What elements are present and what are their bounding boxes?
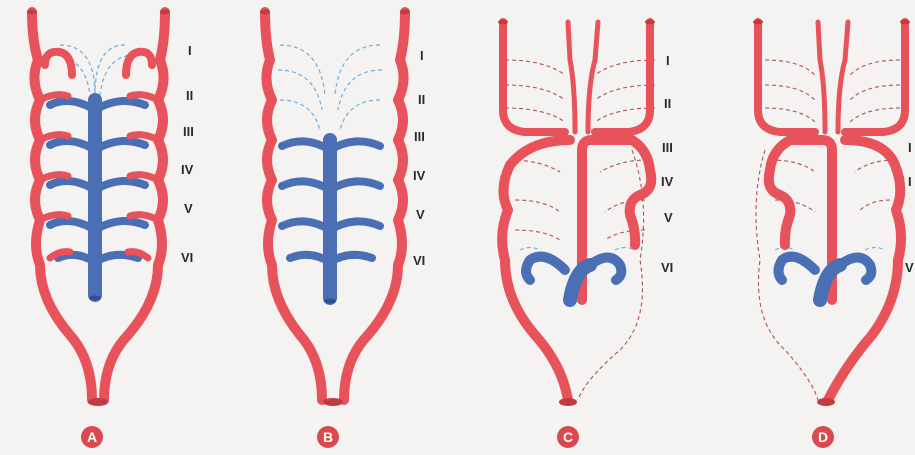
panel-badge-label: B xyxy=(323,429,333,445)
regressed-arch xyxy=(505,85,655,100)
panel-c: I II III IV V VI C xyxy=(498,20,674,449)
arch-branch xyxy=(58,255,138,262)
arch-label-2: II xyxy=(418,92,425,107)
arch-label-4: IV xyxy=(413,168,426,183)
panel-b: I II III IV V VI B xyxy=(260,10,426,449)
aorta-opening xyxy=(559,398,577,406)
regressed-right-dorsal-aorta xyxy=(578,150,644,400)
regressed-arch xyxy=(765,108,900,122)
arch-label-2: II xyxy=(664,96,671,111)
arch-label-partial: V xyxy=(905,260,914,275)
regressed-arch xyxy=(280,45,380,95)
arch-label-5: V xyxy=(184,201,193,216)
left-dorsal-aorta xyxy=(265,12,322,400)
pulmonary-opening xyxy=(324,299,336,304)
arch-loop-right xyxy=(126,52,152,75)
arch-label-4: IV xyxy=(661,174,674,189)
internal-carotid xyxy=(588,22,598,132)
vessel-opening xyxy=(498,20,508,25)
left-dorsal-aorta xyxy=(32,12,92,400)
vessel-opening xyxy=(645,20,655,25)
arch-label-2: II xyxy=(186,88,193,103)
regressed-arch xyxy=(280,100,380,130)
arch-label-6: VI xyxy=(181,250,193,265)
aorta-opening xyxy=(88,398,108,406)
vessel-opening xyxy=(160,10,170,15)
regressed-arch xyxy=(765,85,900,100)
pulmonary-opening xyxy=(89,296,101,301)
regressed-arch xyxy=(278,70,382,110)
panel-badge-label: C xyxy=(563,429,573,445)
regressed-arch xyxy=(505,108,655,122)
arch-label-6: VI xyxy=(661,260,673,275)
vessel-opening xyxy=(753,20,763,25)
aorta-opening xyxy=(323,398,343,406)
vessel-opening xyxy=(27,10,37,15)
arch-label-partial: I xyxy=(908,140,912,155)
arch-label-5: V xyxy=(664,210,673,225)
panel-badge-label: D xyxy=(818,429,828,445)
pulmonary-arch-left xyxy=(526,257,565,280)
right-dorsal-aorta xyxy=(104,12,165,400)
vessel-opening xyxy=(900,20,910,25)
arch-label-5: V xyxy=(416,207,425,222)
arch-label-3: III xyxy=(183,124,194,139)
right-common-carotid xyxy=(595,22,650,132)
regressed-arch xyxy=(765,60,900,75)
vessel-opening xyxy=(260,10,270,15)
vessel-opening xyxy=(400,10,410,15)
regressed-arch xyxy=(505,60,655,75)
internal-carotid xyxy=(818,22,825,132)
internal-carotid xyxy=(568,22,575,132)
panel-badge-label: A xyxy=(87,429,97,445)
pulmonary-arch-left xyxy=(779,257,816,280)
left-common-carotid xyxy=(503,22,565,132)
internal-carotid xyxy=(838,22,848,132)
arch-label-3: III xyxy=(414,129,425,144)
arch-label-partial: I xyxy=(908,174,912,189)
arch-label-3: III xyxy=(662,140,673,155)
panel-d: I I V D xyxy=(753,20,914,449)
left-common-carotid xyxy=(845,22,905,132)
arch-label-1: I xyxy=(420,48,424,63)
arch-label-6: VI xyxy=(413,253,425,268)
panel-a: I II III IV V VI A xyxy=(27,10,194,449)
arch-label-1: I xyxy=(666,53,670,68)
aorta-opening xyxy=(817,398,835,406)
arch-loop-left xyxy=(45,52,72,75)
arch-label-4: IV xyxy=(181,162,194,177)
arch-label-1: I xyxy=(188,43,192,58)
